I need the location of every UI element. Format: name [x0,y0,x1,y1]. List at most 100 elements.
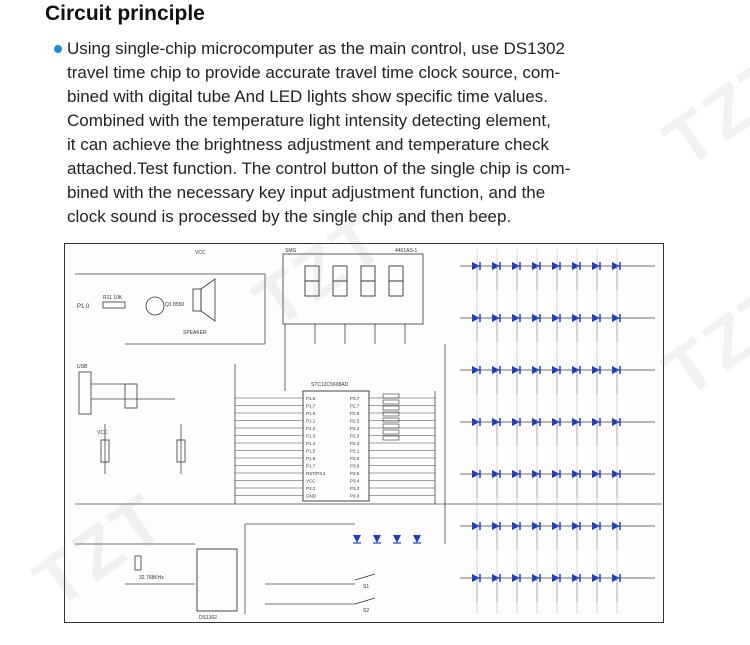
mcu-pin-label: P1.1 [306,419,316,424]
led-icon [592,574,601,602]
led-icon [592,366,601,394]
speaker-icon [192,288,202,312]
led-icon [532,574,541,602]
led-icon [532,522,541,550]
led-icon [413,535,421,543]
mcu-pin-label: P1.6 [306,396,316,401]
crystal-label: 32.768KHz [139,575,164,581]
description-text: Using single-chip microcomputer as the m… [67,37,714,229]
led-icon [512,418,521,446]
text-line: bined with the necessary key input adjus… [67,183,546,202]
led-icon [472,470,481,498]
led-icon [393,535,401,543]
led-icon [612,574,621,602]
vcc-label-left: VCC [97,430,108,436]
mcu-pin-label: VCC [306,479,316,484]
led-icon [532,262,541,290]
resistor-icon [382,423,400,429]
led-icon [512,574,521,602]
led-icon [612,470,621,498]
led-icon [532,314,541,342]
mcu-pin-label: P2.3 [350,434,360,439]
led-icon [612,418,621,446]
led-icon [572,470,581,498]
mcu-pin-label: P1.6 [306,456,316,461]
usb-label: USB [77,364,88,370]
led-icon [552,314,561,342]
led-icon [472,366,481,394]
led-icon [492,522,501,550]
sensor-section: VCC [97,430,186,463]
led-icon [492,574,501,602]
speaker-section: P1.0 R11 10K Q1 8550 SPEAKER VCC [77,250,216,336]
led-icon [552,574,561,602]
led-icon [572,262,581,290]
led-icon [592,262,601,290]
led-icon [512,366,521,394]
led-icon [532,470,541,498]
mcu-pin-label: P2.6 [350,411,360,416]
mcu-pin-label: P1.2 [306,426,316,431]
p10-label: P1.0 [77,304,90,310]
led-icon [492,262,501,290]
mcu-pin-label: P2.0 [350,456,360,461]
buttons-section: S1 S2 [353,535,421,614]
mcu-pin-label: P1.4 [306,441,316,446]
mcu-pin-label: P1.0 [306,411,316,416]
led-icon [572,314,581,342]
display-part-label: 4401AS-1 [395,248,417,254]
resistor-icon [382,417,400,423]
led-icon [492,470,501,498]
led-icon [572,366,581,394]
schematic-drawing: P1.0 R11 10K Q1 8550 SPEAKER VCC SMG 440… [75,248,662,621]
seven-segment-display: SMG 4401AS-1 [282,248,424,325]
led-icon [572,418,581,446]
mcu-pin-label: P2.5 [350,419,360,424]
resistor-icon [382,429,400,435]
led-icon [592,470,601,498]
led-icon [592,418,601,446]
button-s1-label: S1 [363,584,369,590]
resistor-icon [102,301,126,309]
usb-connector: USB [77,364,138,415]
bullet-dot-icon [54,45,62,53]
led-icon [552,418,561,446]
led-icon [572,574,581,602]
text-line: attached.Test function. The control butt… [67,159,571,178]
led-icon [492,314,501,342]
mcu-pin-label: P1.5 [306,449,316,454]
led-icon [512,470,521,498]
led-icon [512,522,521,550]
vcc-label-top: VCC [195,250,206,256]
mcu-pin-label: P3.6 [350,464,360,469]
mcu-pin-label: P1.3 [306,434,316,439]
led-icon [572,522,581,550]
led-icon [552,366,561,394]
crystal-icon [134,555,142,571]
led-icon [373,535,381,543]
led-icon [472,262,481,290]
transistor-label: Q1 8550 [165,302,184,308]
led-icon [532,418,541,446]
resistor-icon [382,435,400,441]
mcu-pin-label: P3.5 [350,471,360,476]
mcu-pin-label: P2.7 [350,404,360,409]
led-icon [472,314,481,342]
led-icon [512,314,521,342]
rtc-label: DS1302 [199,615,217,621]
mcu-label: STC12C5608AD [311,382,349,388]
mcu-pin-label: P3.2 [306,486,316,491]
mcu-pin-label: P2.1 [350,449,360,454]
text-line: travel time chip to provide accurate tra… [67,63,561,82]
led-icon [612,366,621,394]
display-label: SMG [285,248,297,254]
resistor-icon [382,393,400,399]
mcu-pin-label: GND [306,494,317,499]
led-icon [552,470,561,498]
watermark: TZT [650,267,750,413]
mcu-pin-label: P3.7 [350,396,360,401]
resistor-icon [382,411,400,417]
resistor-label: R11 10K [103,295,123,301]
mcu-pin-label: P2.4 [350,426,360,431]
led-matrix [460,249,655,614]
